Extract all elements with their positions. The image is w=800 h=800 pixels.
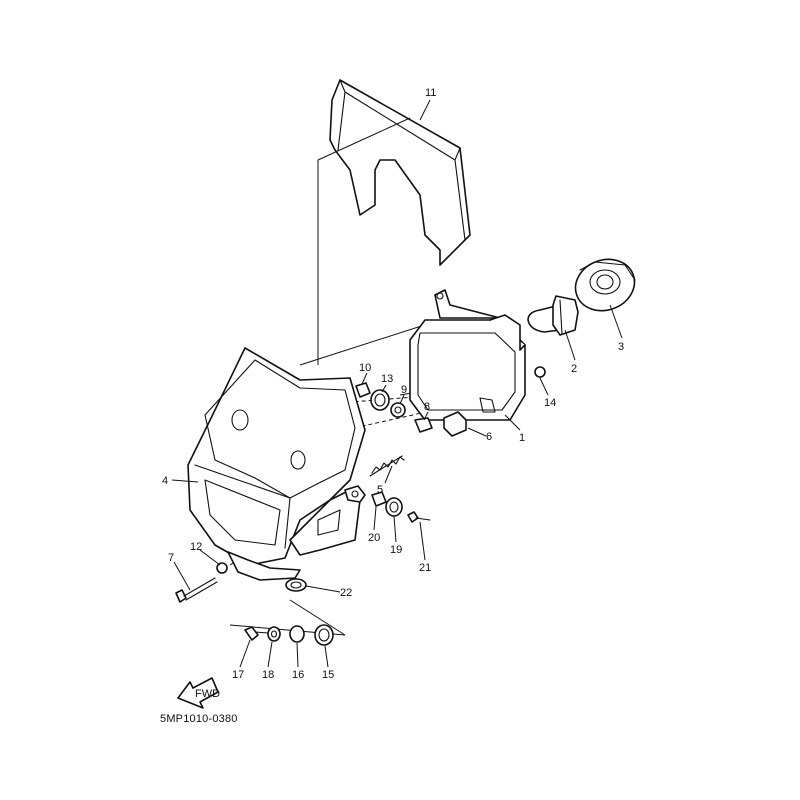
callout-17: 17	[232, 669, 244, 681]
callout-7: 7	[168, 552, 174, 564]
part-20-collar	[371, 491, 387, 507]
part-22-grommet	[285, 578, 307, 592]
callout-leaders	[171, 99, 623, 668]
part-10-collar	[355, 382, 371, 398]
callout-22: 22	[340, 587, 352, 599]
callout-3: 3	[618, 341, 624, 353]
callout-labels: 11 3 2 14 1 6 10 13 9 8 4 5 20 19 21 7 1…	[162, 87, 624, 681]
callout-19: 19	[390, 544, 402, 556]
callout-10: 10	[359, 362, 371, 374]
part-16-collar	[289, 625, 305, 643]
callout-14: 14	[544, 397, 556, 409]
part-21-bolt	[407, 511, 431, 523]
callout-2: 2	[571, 363, 577, 375]
part-1-headlight-unit	[409, 289, 526, 421]
part-4-headlight-body	[187, 347, 366, 581]
part-19-grommet	[385, 497, 403, 517]
part-9-washer	[390, 402, 406, 418]
callout-6: 6	[486, 431, 492, 443]
callout-18: 18	[262, 669, 274, 681]
fwd-label: FWD	[195, 688, 220, 700]
diagram-code: 5MP1010-0380	[160, 713, 238, 725]
part-8-bolt	[414, 417, 433, 433]
callout-9: 9	[401, 384, 407, 396]
callout-8: 8	[424, 401, 430, 413]
part-3-socket-cover	[574, 258, 636, 312]
part-13-grommet	[370, 389, 390, 411]
callout-20: 20	[368, 532, 380, 544]
callout-4: 4	[162, 475, 168, 487]
callout-21: 21	[419, 562, 431, 574]
callout-16: 16	[292, 669, 304, 681]
part-15-grommet	[314, 624, 334, 646]
callout-5: 5	[377, 484, 383, 496]
callout-12: 12	[190, 541, 202, 553]
part-7-long-bolt	[175, 577, 218, 603]
part-6-clip	[443, 411, 467, 437]
callout-15: 15	[322, 669, 334, 681]
part-12-washer	[216, 562, 228, 574]
part-11-headlight-cover	[329, 79, 471, 266]
part-17-bolt	[244, 626, 269, 641]
fwd-arrow-icon: FWD	[177, 677, 220, 709]
part-14-nut	[534, 366, 546, 378]
callout-13: 13	[381, 373, 393, 385]
part-2-bulb	[527, 295, 579, 336]
part-18-washer	[267, 626, 281, 642]
callout-1: 1	[519, 432, 525, 444]
part-5-spring	[369, 455, 405, 477]
callout-11: 11	[425, 87, 436, 99]
